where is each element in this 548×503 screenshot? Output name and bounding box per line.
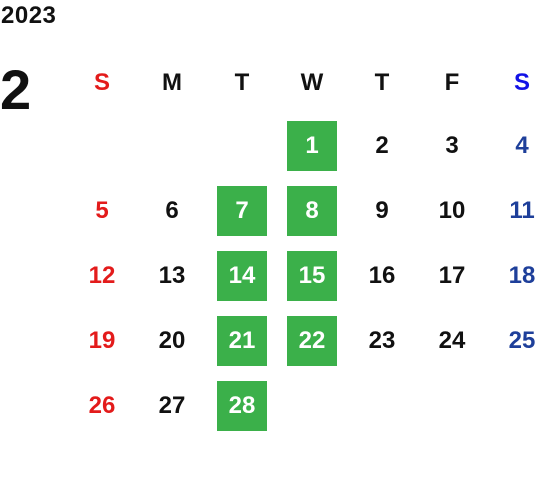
calendar-day: 27 [158,391,186,419]
calendar-day: 4 [515,131,529,159]
calendar-day: 5 [95,196,109,224]
calendar-day: 12 [88,261,116,289]
calendar-day: 9 [375,196,389,224]
calendar-day: 3 [445,131,459,159]
calendar-day-highlighted: 8 [287,185,337,236]
calendar-day: 26 [88,391,116,419]
weekday-header: M [162,69,182,96]
calendar-day-highlighted: 28 [217,380,267,431]
weekday-header: T [374,69,390,96]
calendar-day: 23 [368,326,396,354]
weekday-header: S [93,69,110,96]
calendar-day: 20 [158,326,186,354]
calendar-day: 18 [508,261,536,289]
calendar-day: 19 [88,326,116,354]
calendar-day: 16 [368,261,396,289]
weekday-header: S [513,69,530,96]
calendar-day-highlighted: 1 [287,120,337,171]
calendar-day: 24 [438,326,466,354]
calendar-day: 13 [158,261,186,289]
calendar-day: 2 [375,131,389,159]
year-label: 2023 [1,2,57,29]
calendar-day-highlighted: 15 [287,250,337,301]
calendar-day: 25 [508,326,536,354]
calendar-day-highlighted: 22 [287,315,337,366]
weekday-header: F [444,69,460,96]
calendar-day: 17 [438,261,466,289]
calendar-day-highlighted: 21 [217,315,267,366]
calendar-day: 10 [438,196,466,224]
weekday-header: W [300,69,324,96]
calendar-day-highlighted: 7 [217,185,267,236]
weekday-header: T [234,69,250,96]
month-label: 2 [0,58,32,121]
calendar-day: 6 [165,196,179,224]
calendar-day-highlighted: 14 [217,250,267,301]
calendar-day: 11 [509,196,535,224]
